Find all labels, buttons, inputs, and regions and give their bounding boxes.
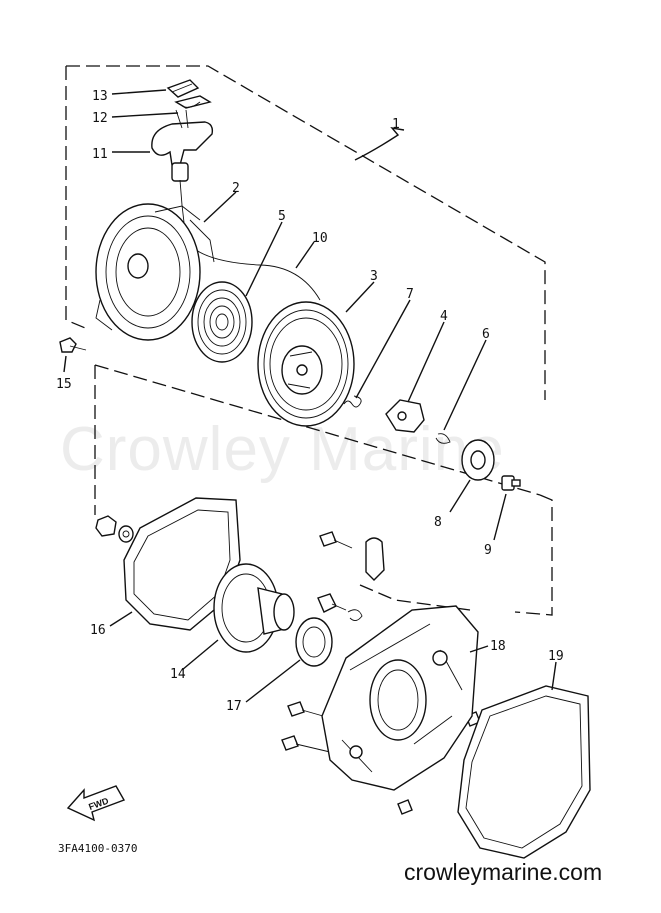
part-13-cap [166, 79, 200, 98]
leader-5 [245, 221, 283, 297]
rope [179, 179, 321, 301]
part-7-spring [343, 395, 362, 408]
callout-17: 17 [226, 699, 242, 714]
part-3-sheave-drum [257, 301, 355, 427]
callout-18: 18 [490, 639, 506, 654]
callout-5: 5 [278, 209, 286, 224]
callout-6: 6 [482, 327, 490, 342]
part-5-spiral-spring [191, 281, 253, 363]
cover-hardware [281, 531, 481, 815]
leader-15 [63, 355, 67, 373]
callout-10: 10 [312, 231, 328, 246]
part-15-bolt [59, 337, 87, 353]
part-19-gasket [457, 685, 591, 859]
part-9-bolt [501, 475, 521, 491]
callout-3: 3 [370, 269, 378, 284]
callout-8: 8 [434, 515, 442, 530]
nut-and-washer [95, 515, 134, 543]
callout-9: 9 [484, 543, 492, 558]
leader-19 [551, 661, 557, 691]
leader-18 [469, 645, 489, 653]
callout-7: 7 [406, 287, 414, 302]
website-text: crowleymarine.com [404, 859, 602, 885]
leader-12 [111, 112, 179, 118]
leader-2 [203, 191, 237, 223]
part-18-cover [321, 605, 479, 791]
drawing-code: 3FA4100-0370 [58, 842, 137, 855]
watermark-text: Crowley Marine [60, 415, 505, 484]
callout-16: 16 [90, 623, 106, 638]
part-16-gasket [123, 497, 241, 631]
callout-11: 11 [92, 147, 108, 162]
leader-13 [111, 89, 167, 95]
leader-14 [181, 639, 219, 671]
leader-16 [109, 611, 133, 627]
callout-2: 2 [232, 181, 240, 196]
callout-12: 12 [92, 111, 108, 126]
callout-19: 19 [548, 649, 564, 664]
callout-4: 4 [440, 309, 448, 324]
part-4-drive-pawl [385, 399, 425, 433]
leader-6 [443, 339, 487, 431]
part-12-clip [174, 95, 212, 109]
part-8-plate [461, 439, 495, 481]
leader-3 [345, 281, 375, 313]
fwd-arrow-icon: FWD [66, 785, 126, 822]
callout-labels: 1 2 3 4 5 6 7 8 9 10 11 12 13 14 15 16 1… [56, 89, 564, 714]
part-14-flange [213, 563, 295, 653]
leader-7 [355, 299, 411, 399]
callout-13: 13 [92, 89, 108, 104]
leader-9 [493, 493, 507, 541]
leader-17 [245, 659, 301, 703]
part-2-starter-case [95, 203, 215, 341]
part-17-oil-seal [295, 617, 333, 667]
part-11-handle [151, 109, 214, 182]
leader-8 [449, 479, 471, 513]
callout-1: 1 [392, 117, 400, 132]
callout-15: 15 [56, 377, 72, 392]
leader-10 [295, 241, 315, 269]
leader-4 [407, 321, 445, 403]
leader-1 [354, 126, 405, 161]
part-6-clip [435, 433, 451, 444]
callout-14: 14 [170, 667, 186, 682]
